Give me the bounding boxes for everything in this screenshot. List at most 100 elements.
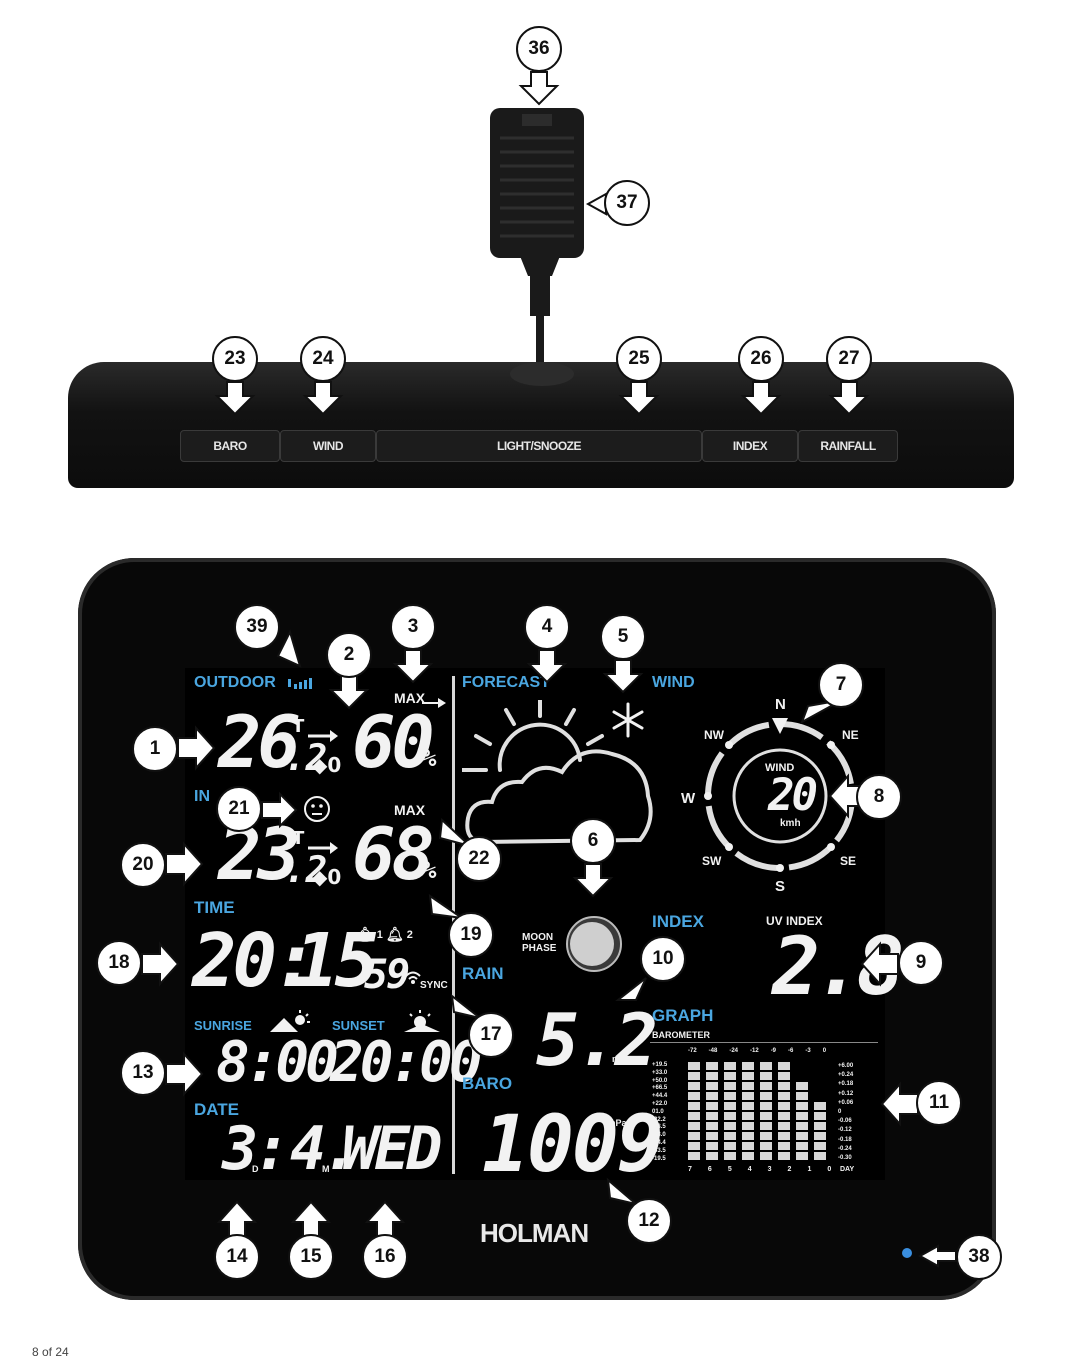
callout-39: 39 (234, 604, 280, 650)
time-second: 59 (364, 952, 410, 998)
callout-13: 13 (120, 1050, 166, 1096)
graph-hour: -9 (770, 1048, 777, 1054)
compass-nw: NW (704, 728, 724, 742)
callout-16: 16 (362, 1234, 408, 1280)
callout-3: 3 (390, 604, 436, 650)
date-month-unit: M (322, 1164, 330, 1174)
svg-text:T: T (292, 828, 305, 849)
date-day: 3: (222, 1114, 290, 1184)
rain-label: RAIN (462, 964, 504, 983)
graph-day: 1 (807, 1166, 812, 1173)
graph-bar (778, 1062, 790, 1160)
callout-22: 22 (456, 836, 502, 882)
graph-left-tick: +44.4 (652, 1093, 668, 1100)
graph-days-label: DAY (840, 1166, 855, 1173)
callout-7: 7 (818, 662, 864, 708)
graph-hour: -48 (708, 1048, 718, 1054)
graph-right-tick: +0.12 (838, 1090, 854, 1097)
graph-sub-label: BAROMETER (652, 1030, 710, 1040)
outdoor-label: OUTDOOR (194, 674, 276, 691)
graph-hour: -12 (750, 1048, 759, 1054)
callout-5: 5 (600, 614, 646, 660)
graph-right-tick: -0.24 (838, 1145, 852, 1152)
graph-hours: -72 -48 -24 -12 -9 -6 -3 0 (688, 1048, 826, 1054)
graph-day: 3 (767, 1166, 772, 1173)
graph-bar (724, 1062, 736, 1160)
graph-bar (796, 1082, 808, 1160)
index-button[interactable]: INDEX (702, 430, 798, 462)
graph-left-tick: -33.0 (652, 1132, 666, 1139)
wind-unit: kmh (780, 818, 801, 829)
sunrise-label: SUNRISE (194, 1018, 252, 1033)
graph-day: 2 (787, 1166, 792, 1173)
callout-4: 4 (524, 604, 570, 650)
top-button-row: BARO WIND LIGHT/SNOOZE INDEX RAINFALL (180, 430, 898, 462)
graph-bar (742, 1062, 754, 1160)
graph-bar (814, 1102, 826, 1160)
outdoor-temp-decimal: .2 (284, 738, 328, 779)
graph-day: 0 (827, 1166, 832, 1173)
graph-left-tick: +66.5 (652, 1085, 668, 1092)
callout-9: 9 (898, 940, 944, 986)
indoor-trend-arrow-icon: T ◆0 (292, 828, 341, 888)
signal-icon (288, 678, 312, 689)
graph-bar (760, 1062, 772, 1160)
graph-right-tick: -0.12 (838, 1127, 852, 1134)
wind-label: WIND (652, 674, 695, 691)
graph-left-tick: -19.5 (652, 1155, 666, 1162)
alarm-1-label: 1 (376, 928, 383, 941)
graph-right-tick: +0.18 (838, 1081, 854, 1088)
baro-unit: hPa (610, 1118, 627, 1128)
callout-37: 37 (604, 180, 650, 226)
callout-6: 6 (570, 818, 616, 864)
indoor-max-label: MAX (394, 802, 426, 818)
callout-2: 2 (326, 632, 372, 678)
alarm-indicators: 🔔︎ 1 🔔︎ 2 (356, 926, 413, 943)
arrow-36 (520, 71, 558, 105)
graph-right-tick: -0.18 (838, 1136, 852, 1143)
callout-21: 21 (216, 786, 262, 832)
wifi-sync-icon (405, 971, 421, 984)
graph-days: 7 6 5 4 3 2 1 0 (688, 1166, 831, 1173)
graph-right-tick: -0.06 (838, 1118, 852, 1125)
wind-inner-label: WIND (765, 762, 795, 774)
wind-speed: 20 (768, 770, 818, 821)
callout-14: 14 (214, 1234, 260, 1280)
callout-25: 25 (616, 336, 662, 382)
graph-hour: -24 (729, 1048, 739, 1054)
rainfall-button[interactable]: RAINFALL (798, 430, 898, 462)
outdoor-humidity-percent: % (422, 744, 437, 772)
rain-value: 5.2 (536, 998, 658, 1082)
graph-day: 6 (707, 1166, 712, 1173)
outdoor-sensor (490, 108, 584, 258)
moon-phase-label: MOON PHASE (522, 932, 557, 954)
light-snooze-button[interactable]: LIGHT/SNOOZE (376, 430, 702, 462)
date-month: 4. (290, 1114, 358, 1184)
sunrise-time: 8:00 (216, 1030, 339, 1095)
callout-17: 17 (468, 1012, 514, 1058)
callout-15: 15 (288, 1234, 334, 1280)
outdoor-humidity: 60 (352, 700, 435, 784)
baro-button[interactable]: BARO (180, 430, 280, 462)
svg-text:◆0: ◆0 (312, 865, 341, 888)
callout-26: 26 (738, 336, 784, 382)
graph-left-tick: -33.5 (652, 1147, 666, 1154)
callout-12: 12 (626, 1198, 672, 1244)
graph-right-scale: +6.00 +0.24 +0.18 +0.12 +0.06 0 -0.06 -0… (838, 1062, 853, 1163)
wind-button[interactable]: WIND (280, 430, 376, 462)
trend-arrow-icon: T ◆0 (292, 716, 341, 776)
time-hour: 20: (192, 918, 318, 1004)
baro-label: BARO (462, 1074, 513, 1093)
date-label: DATE (194, 1100, 240, 1119)
outdoor-temp: 26 (218, 700, 301, 784)
graph-left-tick: -22.2 (652, 1116, 666, 1123)
sunrise-icon (270, 1010, 310, 1032)
page-number: 8 of 24 (32, 1345, 69, 1359)
callout-24: 24 (300, 336, 346, 382)
graph-right-tick: +0.24 (838, 1072, 854, 1079)
graph-left-tick: -44.4 (652, 1139, 666, 1146)
baro-value: 1009 (482, 1100, 664, 1190)
graph-top-rule (650, 1042, 878, 1043)
status-led (902, 1248, 912, 1258)
sunset-label: SUNSET (332, 1018, 385, 1033)
